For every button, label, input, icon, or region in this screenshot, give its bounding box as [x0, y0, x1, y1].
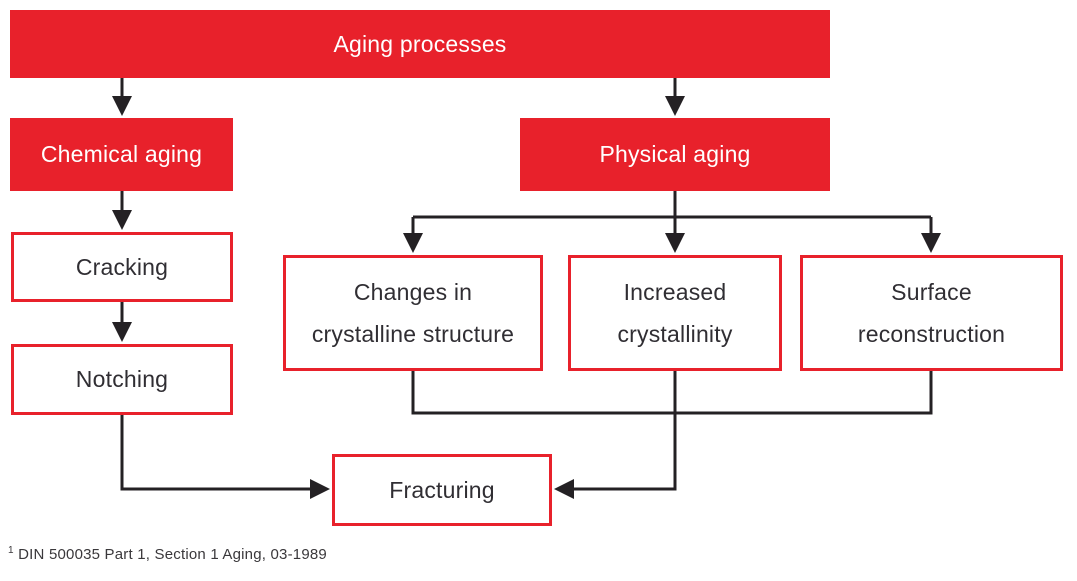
node-notching: Notching	[11, 344, 233, 415]
node-changes-in-crystalline-structure: Changes in crystalline structure	[283, 255, 543, 371]
node-label: Chemical aging	[40, 141, 203, 167]
node-label-line2: crystallinity	[617, 321, 733, 347]
edge-increased-to-fracturing	[554, 371, 677, 499]
edge-notching-to-fracturing	[120, 415, 330, 499]
footnote: 1 DIN 500035 Part 1, Section 1 Aging, 03…	[8, 545, 327, 563]
node-fracturing: Fracturing	[332, 454, 552, 526]
node-label: Fracturing	[389, 476, 495, 503]
node-label-line2: reconstruction	[857, 321, 1006, 347]
node-label: Aging processes	[333, 30, 507, 57]
node-label: Cracking	[75, 253, 169, 280]
footnote-superscript: 1	[8, 545, 14, 556]
node-increased-crystallinity: Increased crystallinity	[568, 255, 782, 371]
edge-changes-surface-collector	[411, 371, 933, 415]
node-label-line2: crystalline structure	[311, 321, 515, 347]
node-aging-processes: Aging processes	[10, 10, 830, 78]
node-label: Physical aging	[599, 141, 751, 167]
node-chemical-aging: Chemical aging	[10, 118, 233, 191]
node-cracking: Cracking	[11, 232, 233, 302]
node-label: Notching	[75, 366, 169, 392]
node-label-line1: Surface	[891, 279, 972, 305]
node-label-line1: Changes in	[353, 279, 473, 305]
footnote-text: DIN 500035 Part 1, Section 1 Aging, 03-1…	[18, 546, 327, 563]
node-surface-reconstruction: Surface reconstruction	[800, 255, 1063, 371]
node-physical-aging: Physical aging	[520, 118, 830, 191]
node-label-line1: Increased	[623, 279, 727, 305]
